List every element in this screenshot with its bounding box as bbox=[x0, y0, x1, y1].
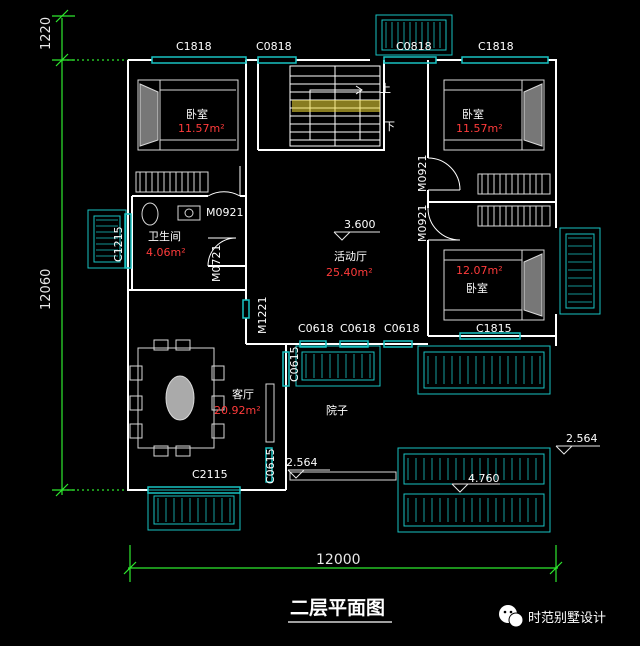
drawing-title: 二层平面图 bbox=[290, 597, 385, 619]
dim-top: 1220 bbox=[39, 17, 54, 50]
dimension-lines bbox=[52, 9, 563, 582]
room-name-hall: 活动厅 bbox=[334, 250, 367, 263]
window-label-w8: C0618 bbox=[384, 322, 420, 335]
window-label-w4: C1818 bbox=[478, 40, 514, 53]
room-area-bedroom-ne: 11.57m² bbox=[456, 122, 503, 135]
stair-highlight bbox=[292, 100, 380, 112]
stair-down-label: 下 bbox=[384, 120, 395, 133]
door-label-d1: M0921 bbox=[206, 206, 244, 219]
level-hall: 3.600 bbox=[344, 218, 376, 231]
stair-up-label: 上 bbox=[380, 82, 391, 95]
window-label-w3: C0818 bbox=[396, 40, 432, 53]
level-right: 2.564 bbox=[566, 432, 598, 445]
level-terrace: 2.564 bbox=[286, 456, 318, 469]
window-label-w9: C1815 bbox=[476, 322, 512, 335]
room-name-bedroom-ne: 卧室 bbox=[462, 107, 484, 121]
room-name-yard: 院子 bbox=[326, 403, 348, 417]
door-label-d3: M0921 bbox=[416, 205, 429, 243]
window-label-w10: C0615 bbox=[288, 346, 301, 382]
dim-left: 12060 bbox=[39, 269, 54, 310]
level-markers bbox=[287, 231, 600, 493]
brand-name: 时范别墅设计 bbox=[528, 611, 606, 626]
door-label-d4: M0721 bbox=[210, 245, 223, 283]
room-name-bedroom-nw: 卧室 bbox=[186, 107, 208, 121]
wechat-logo-icon bbox=[499, 605, 524, 628]
window-label-w2: C0818 bbox=[256, 40, 292, 53]
window-label-w6: C0618 bbox=[298, 322, 334, 335]
room-name-bathroom: 卫生间 bbox=[148, 229, 181, 243]
room-area-bathroom: 4.06m² bbox=[146, 246, 186, 259]
room-name-living: 客厅 bbox=[232, 387, 254, 401]
level-step: 4.760 bbox=[468, 472, 500, 485]
dim-bottom: 12000 bbox=[316, 552, 361, 568]
window-label-w5: C1215 bbox=[112, 226, 125, 262]
room-area-bedroom-nw: 11.57m² bbox=[178, 122, 225, 135]
window-label-w7: C0618 bbox=[340, 322, 376, 335]
room-name-bedroom-se: 卧室 bbox=[466, 281, 488, 295]
room-area-living: 20.92m² bbox=[214, 404, 261, 417]
window-label-w11: C0615 bbox=[264, 448, 277, 484]
room-area-bedroom-se: 12.07m² bbox=[456, 264, 503, 277]
window-label-w12: C2115 bbox=[192, 468, 228, 481]
door-swings bbox=[207, 157, 461, 267]
window-label-w1: C1818 bbox=[176, 40, 212, 53]
balconies bbox=[87, 14, 601, 533]
door-label-d2: M0921 bbox=[416, 155, 429, 193]
windows bbox=[124, 56, 549, 494]
balcony-hatch bbox=[96, 22, 592, 522]
furniture bbox=[129, 79, 551, 481]
door-label-d5: M1221 bbox=[256, 297, 269, 335]
room-area-hall: 25.40m² bbox=[326, 266, 373, 279]
